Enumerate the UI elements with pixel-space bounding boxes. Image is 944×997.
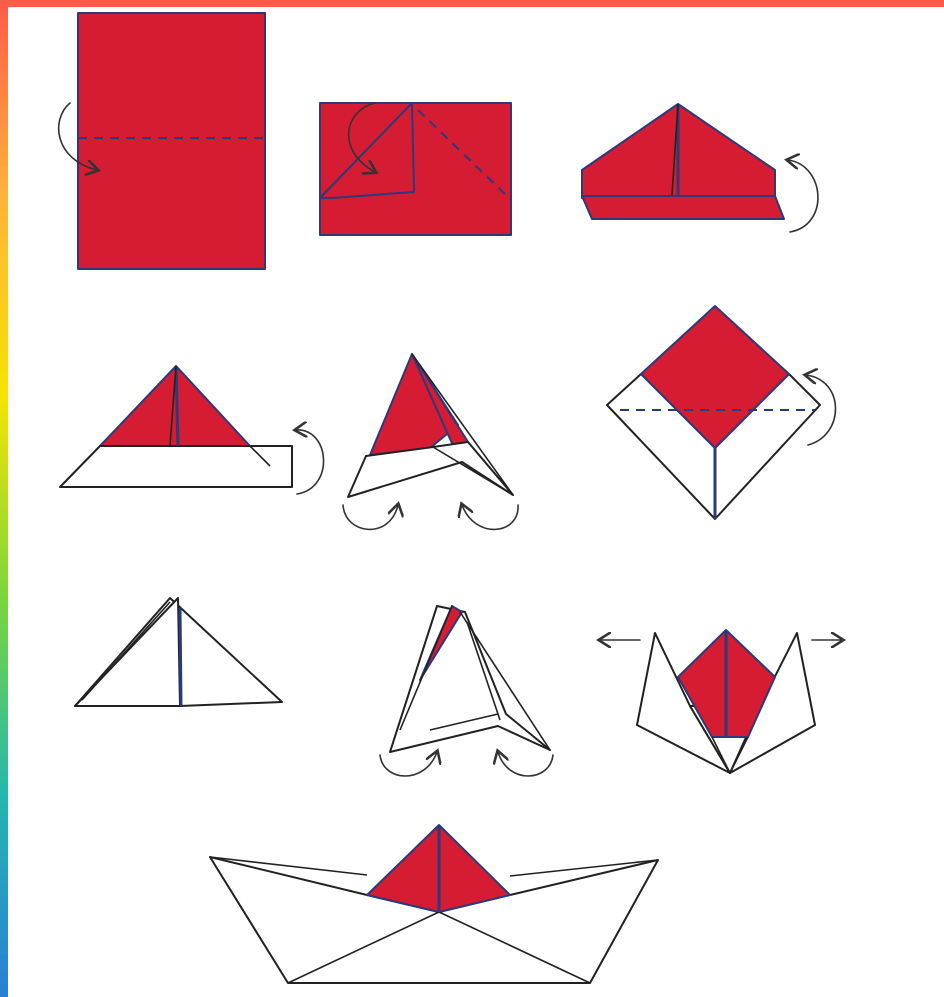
step-6-diamond (607, 306, 836, 519)
step-4-hat (60, 366, 324, 494)
fold-arrow-icon (498, 752, 553, 776)
step-1-sheet (59, 13, 265, 269)
step-3-triangle-brim (582, 104, 818, 232)
fold-arrow-icon (296, 430, 324, 494)
fold-arrow-icon (788, 160, 818, 232)
step-2-fold-corners (320, 103, 511, 235)
step-9-pull-apart (600, 630, 842, 773)
step-10-finished-boat (210, 825, 658, 983)
fold-arrow-icon (380, 752, 437, 776)
fold-arrow-icon (343, 505, 398, 529)
step-7-triangle (75, 598, 282, 706)
step-8-open-again (380, 606, 553, 776)
fold-arrow-icon (462, 505, 518, 529)
step-5-open-bottom (343, 354, 518, 529)
